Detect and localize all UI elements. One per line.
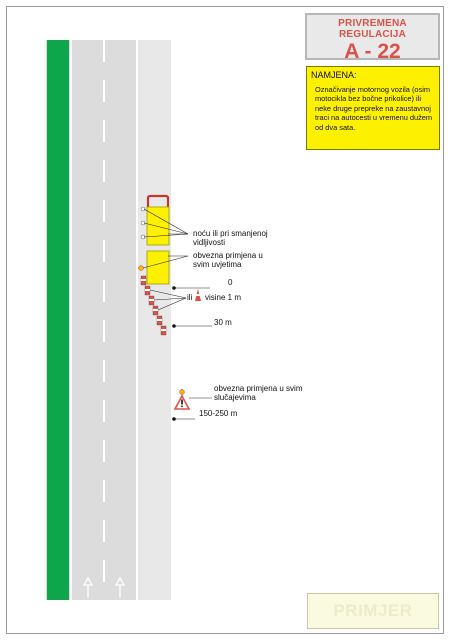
label-or: ili — [187, 293, 193, 302]
label-distance-30: 30 m — [214, 318, 232, 327]
shoulder-lane — [136, 40, 171, 600]
purpose-box: NAMJENA: Označivanje motornog vozila (os… — [306, 66, 440, 150]
label-distance-0: 0 — [228, 278, 233, 287]
page-frame — [6, 6, 444, 634]
purpose-text: Označivanje motornog vozila (osim motoci… — [315, 85, 433, 132]
channelising-cones — [140, 275, 167, 336]
median-strip — [47, 40, 69, 600]
regulation-title: PRIVREMENA REGULACIJA — [338, 18, 407, 40]
flashing-light — [138, 265, 144, 271]
arrow-lane-2 — [114, 576, 126, 598]
lane-markings — [70, 40, 138, 600]
pointer-lines — [142, 208, 189, 269]
label-height: visine 1 m — [205, 293, 242, 302]
scheme-code: A - 22 — [344, 40, 401, 63]
lane-arrows — [82, 576, 126, 598]
arrow-lane-1 — [82, 576, 94, 598]
warning-sign-icon — [173, 389, 191, 410]
lamp-1 — [140, 206, 146, 212]
purpose-heading: NAMJENA: — [311, 70, 357, 80]
distance-markers — [172, 286, 212, 421]
example-stamp: PRIMJER — [307, 593, 439, 629]
label-night-visibility: noću ili pri smanjenoj vidljivosti — [193, 229, 268, 247]
cone-pointer-lines — [149, 289, 187, 311]
title-block: PRIVREMENA REGULACIJA A - 22 — [305, 13, 440, 63]
warning-panel-lower — [146, 250, 170, 285]
label-mandatory-all: obvezna primjena u svim slučajevima — [214, 384, 303, 402]
label-mandatory-conditions: obvezna primjena u svim uvjetima — [193, 251, 263, 269]
panel-lamps — [140, 206, 146, 240]
label-distance-far: 150-250 m — [199, 409, 238, 418]
